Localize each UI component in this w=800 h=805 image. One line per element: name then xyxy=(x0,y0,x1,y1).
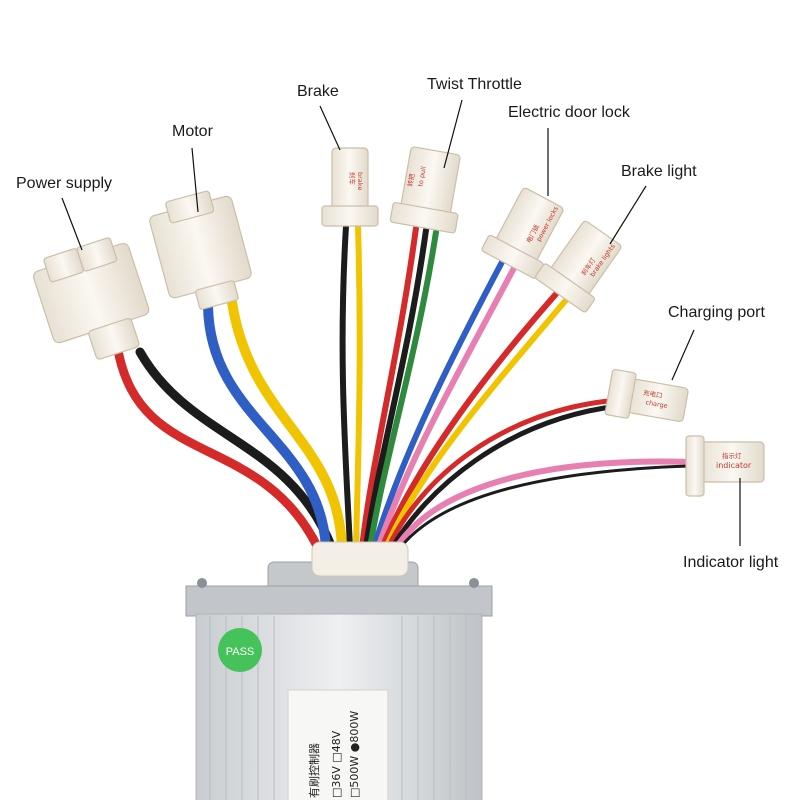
controller-housing xyxy=(185,561,493,805)
spec-label xyxy=(287,689,389,805)
indicator-connector xyxy=(685,435,765,497)
wire-brakelight-yellow xyxy=(383,297,569,551)
label-charging-port: Charging port xyxy=(668,304,765,321)
wire-motor-yellow xyxy=(227,297,347,553)
leader-charging-port xyxy=(671,329,695,381)
controller-voltage: □36V □48V xyxy=(330,730,343,798)
brake-light-connector xyxy=(535,220,622,313)
wire-charge-red xyxy=(385,397,621,551)
wire-indicator-black xyxy=(398,464,692,550)
screw-icon xyxy=(469,578,479,588)
wire-power-red xyxy=(113,345,323,553)
power-supply-connector xyxy=(32,237,150,360)
tag-charge: charge xyxy=(645,398,668,410)
label-indicator-light: Indicator light xyxy=(683,554,779,571)
wire-throttle-green xyxy=(367,229,439,551)
wire-doorlock-blue xyxy=(371,259,505,551)
label-brake: Brake xyxy=(297,83,339,100)
wire-power-black xyxy=(135,347,337,553)
tag-brake-cn: 刹车 xyxy=(348,172,357,186)
throttle-connector xyxy=(389,146,461,234)
label-electric-door-lock: Electric door lock xyxy=(508,104,630,121)
leader-lines xyxy=(61,99,741,546)
tag-throttle-cn: 转把 xyxy=(405,172,416,187)
wire-brake-yellow xyxy=(353,223,363,551)
cable-grommet xyxy=(311,541,409,577)
charging-port-connector xyxy=(604,368,689,422)
leader-throttle xyxy=(443,99,463,169)
tag-charge-cn: 充电口 xyxy=(642,388,663,400)
tag-brake: brake xyxy=(356,172,364,190)
pass-sticker xyxy=(218,628,262,672)
label-motor: Motor xyxy=(172,123,213,140)
motor-connector xyxy=(149,190,252,310)
controller-power: □500W ●800W xyxy=(348,711,361,798)
leader-brake xyxy=(319,105,341,151)
label-power-supply: Power supply xyxy=(16,175,113,192)
brake-connector xyxy=(321,147,379,227)
screw-icon xyxy=(197,578,207,588)
leader-motor xyxy=(191,147,199,213)
label-brake-light: Brake light xyxy=(621,163,697,180)
wire-throttle-black xyxy=(363,227,429,551)
wire-motor-blue xyxy=(203,301,331,553)
wire-doorlock-pink xyxy=(375,265,517,551)
pass-sticker-text: PASS xyxy=(226,646,255,658)
wire-bundle xyxy=(113,223,693,553)
label-twist-throttle: Twist Throttle xyxy=(427,76,522,93)
wire-brake-black xyxy=(339,223,353,551)
wire-brakelight-red xyxy=(379,291,559,551)
tag-indicator: indicator xyxy=(716,461,752,470)
wire-throttle-red xyxy=(359,225,419,551)
wire-charge-black xyxy=(389,403,621,551)
leader-brake-light xyxy=(609,185,647,245)
wire-indicator-pink xyxy=(393,458,693,551)
leader-power-supply xyxy=(61,197,83,251)
door-lock-connector xyxy=(481,187,564,279)
tag-throttle: to pull xyxy=(416,166,427,188)
controller-title: 有刷控制器 xyxy=(307,743,321,798)
tag-indicator-cn: 指示灯 xyxy=(722,451,742,460)
